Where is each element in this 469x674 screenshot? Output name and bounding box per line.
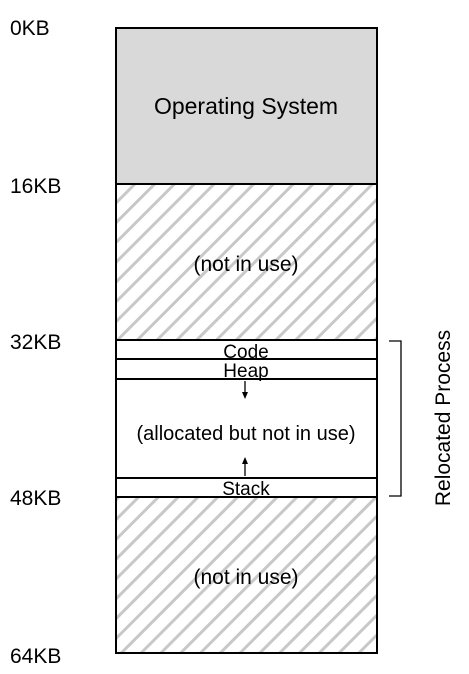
heap-label: Heap <box>223 361 268 382</box>
os-label: Operating System <box>154 93 338 119</box>
address-label-0kb: 0KB <box>10 17 50 40</box>
relocated-process-label: Relocated Process <box>432 330 455 506</box>
allocated-gap-label: (allocated but not in use) <box>136 423 355 445</box>
stack-growth-arrow <box>242 457 248 476</box>
address-label-16kb: 16KB <box>10 175 61 198</box>
free-region-lower <box>115 496 378 654</box>
code-label: Code <box>223 342 268 363</box>
free-region-upper <box>115 183 378 341</box>
address-label-32kb: 32KB <box>10 331 61 354</box>
stack-label: Stack <box>222 479 270 500</box>
process-bracket <box>389 340 402 497</box>
free-lower-label: (not in use) <box>193 566 298 589</box>
address-label-48kb: 48KB <box>10 487 61 510</box>
heap-growth-arrow <box>242 381 248 399</box>
heap-segment <box>115 358 378 380</box>
free-upper-label: (not in use) <box>193 253 298 276</box>
os-region <box>115 27 378 185</box>
address-label-64kb: 64KB <box>10 645 61 668</box>
